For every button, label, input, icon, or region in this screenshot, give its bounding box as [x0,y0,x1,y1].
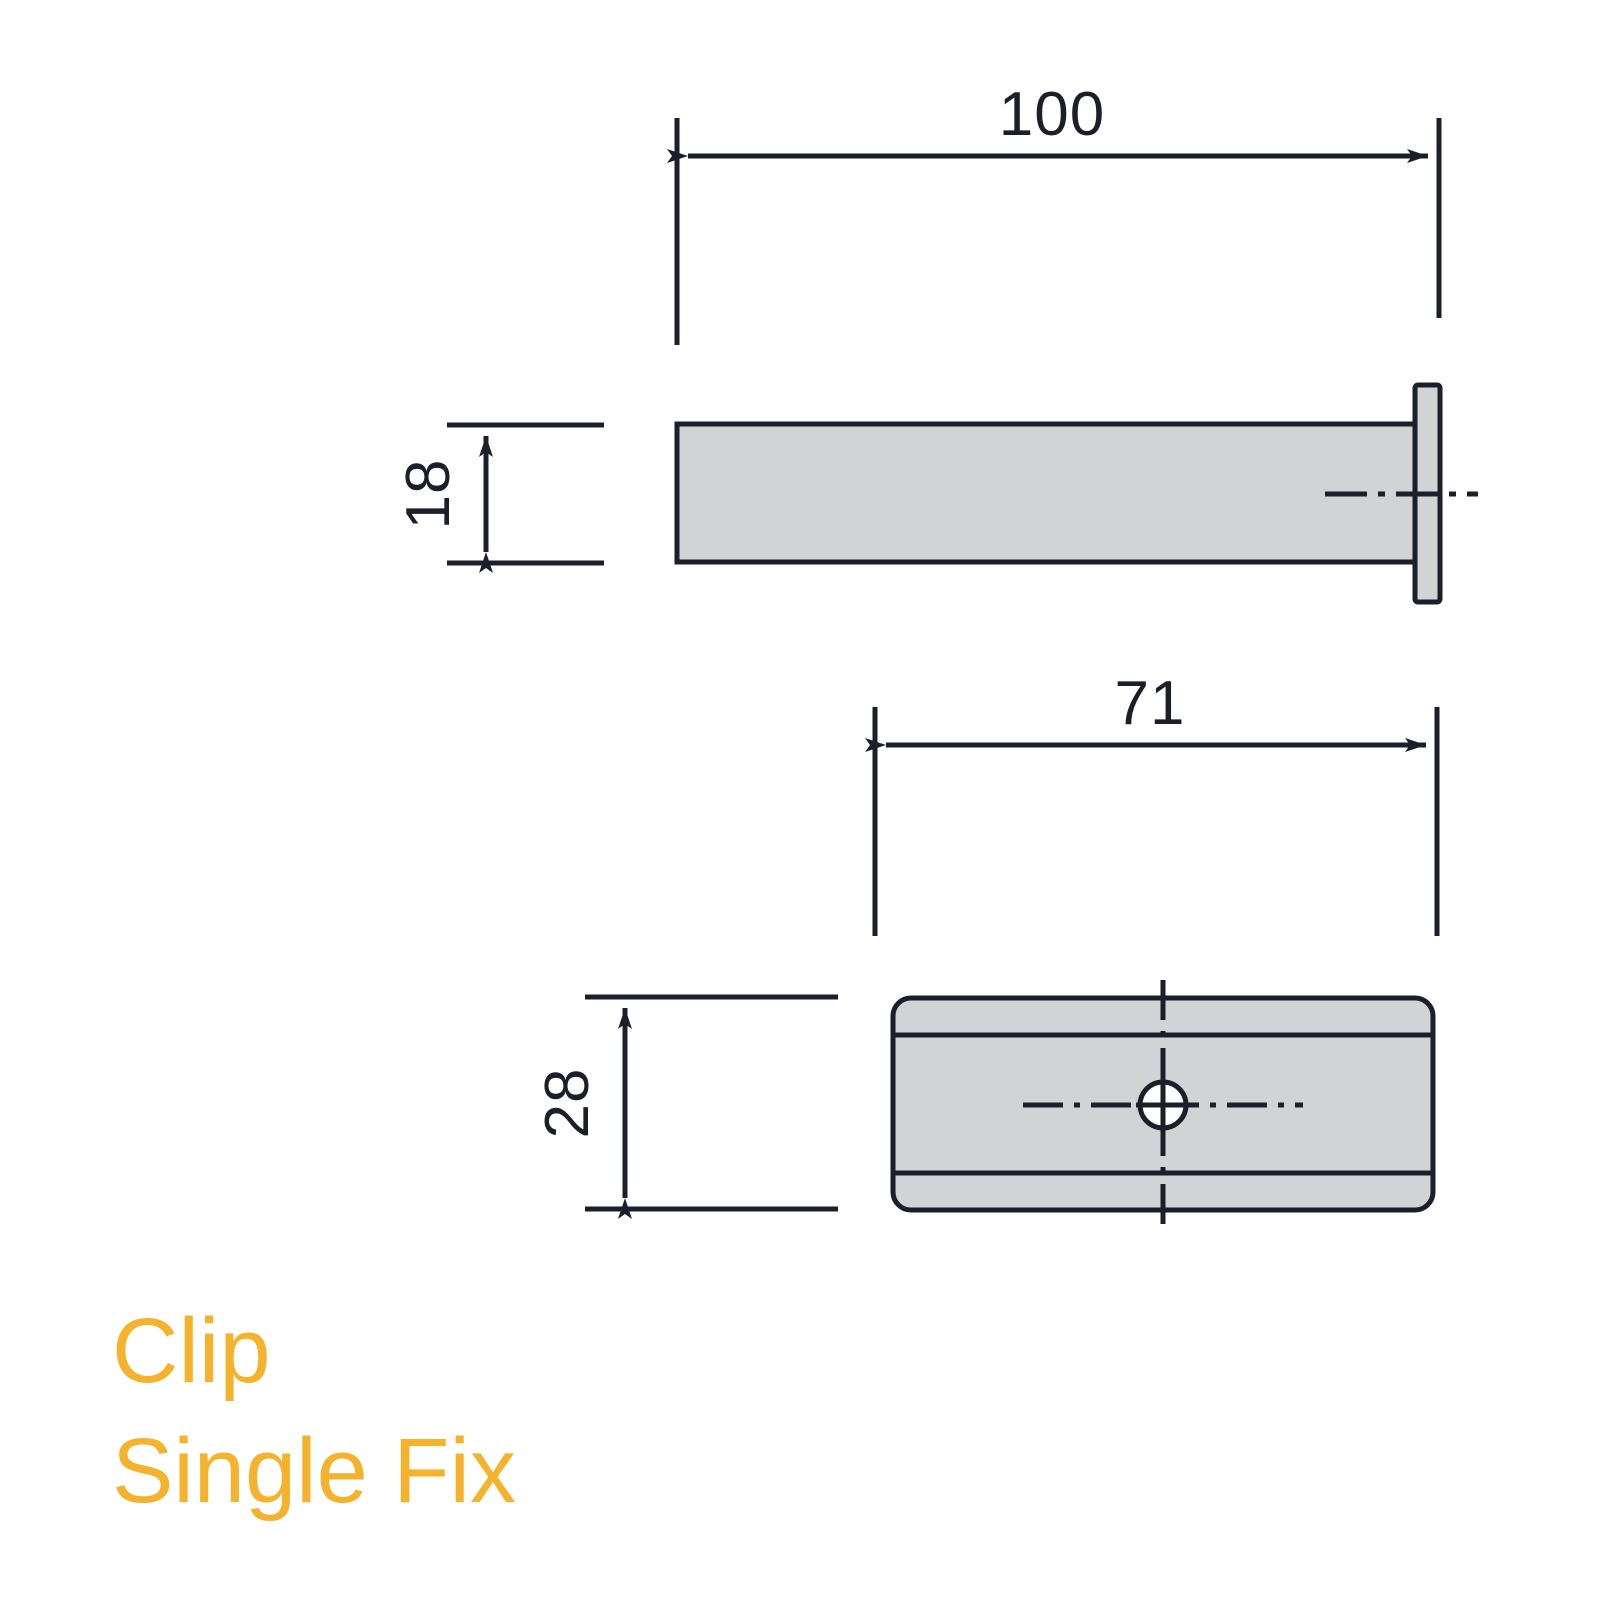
front-view [890,980,1436,1232]
side-view [674,382,1478,605]
dimension-height-18: 18 [394,422,604,573]
dimension-length-100: 100 [667,80,1442,345]
dimension-height-28: 28 [533,994,838,1219]
caption-block: Clip Single Fix [112,1300,516,1522]
dimension-label-100: 100 [999,80,1105,149]
side-view-body [674,421,1423,565]
dimension-label-71: 71 [1115,669,1186,738]
caption-line-1: Clip [112,1300,270,1402]
dimension-label-18: 18 [394,459,463,530]
caption-line-2: Single Fix [112,1420,516,1522]
dimension-width-71: 71 [865,669,1440,936]
dimension-label-28: 28 [533,1068,602,1139]
